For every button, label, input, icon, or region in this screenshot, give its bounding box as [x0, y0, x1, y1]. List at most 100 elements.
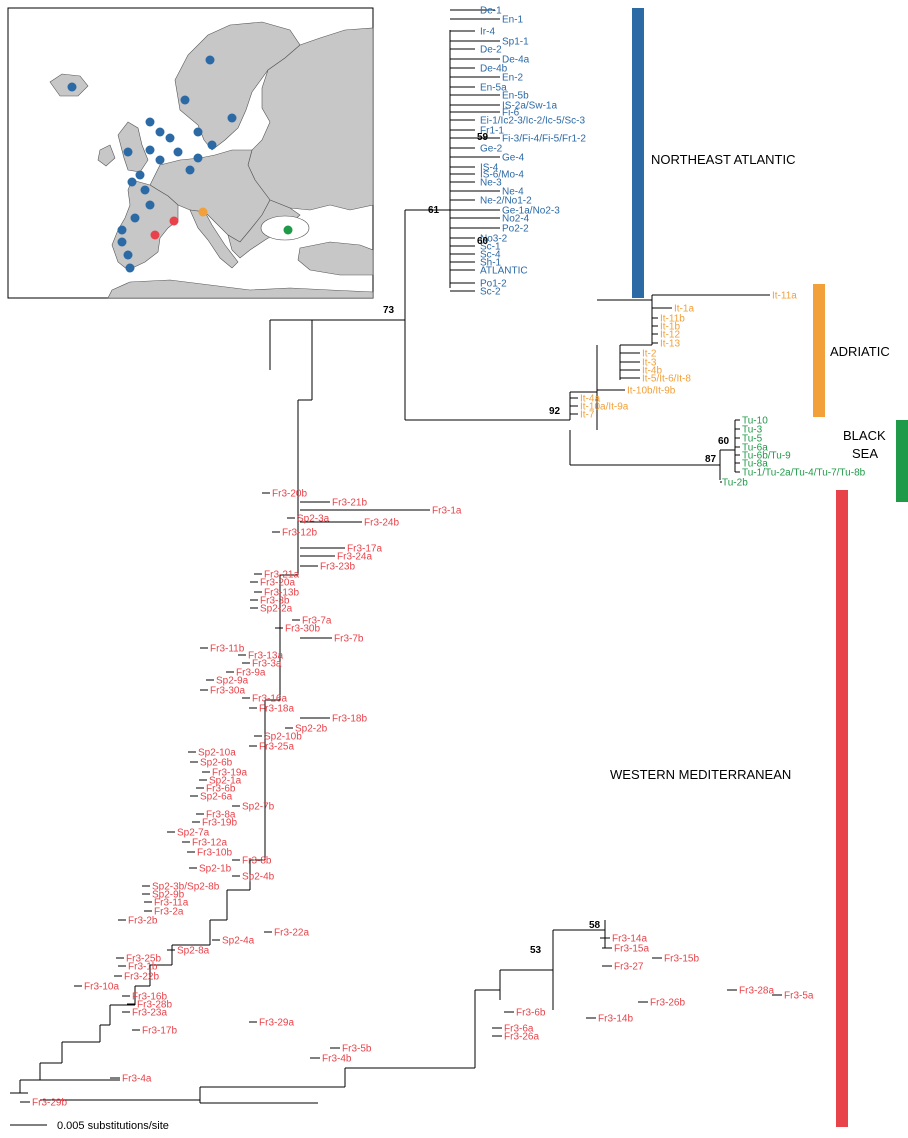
tip-label: Fr3-20b	[272, 489, 307, 500]
tip-label: Fr3-28a	[739, 986, 774, 997]
tree-branches	[10, 9, 782, 1104]
sampling-site-dot	[180, 95, 190, 105]
tip-label: Sc-1	[480, 242, 501, 253]
tip-label: Fr3-19b	[202, 818, 237, 829]
tip-label: Sp2-7a	[177, 828, 210, 839]
tip-label: Sp2-2a	[260, 604, 293, 615]
tip-label: Ne-3	[480, 178, 502, 189]
sampling-site-dot	[169, 216, 179, 226]
sampling-site-dot	[165, 133, 175, 143]
tip-label: Sp2-7b	[242, 802, 275, 813]
sampling-site-dot	[155, 155, 165, 165]
tip-label: Sp2-10b	[264, 732, 302, 743]
tip-label: De-4b	[480, 64, 508, 75]
tip-label: Fr3-5b	[342, 1044, 372, 1055]
tip-label: Fr3-2b	[128, 916, 158, 927]
tip-label: No2-4	[502, 214, 530, 225]
tip-label: Fr3-23a	[132, 1008, 167, 1019]
tip-label: Fr3-6b	[516, 1008, 546, 1019]
tip-label: It-10a/It-9a	[580, 402, 629, 413]
tip-label: Fr3-6a	[504, 1024, 534, 1035]
tip-label: De-2	[480, 45, 502, 56]
tip-label: It-12	[660, 330, 680, 341]
tip-label: Ei-1/Ic2-3/Ic-2/Ic-5/Sc-3	[480, 116, 585, 127]
tip-label: Fr3-18a	[259, 704, 294, 715]
tip-label: Fr3-8a	[206, 810, 236, 821]
label-northeast-atlantic: NORTHEAST ATLANTIC	[651, 152, 795, 167]
tip-label: Fr3-10b	[197, 848, 232, 859]
tip-label: Sp2-4b	[242, 872, 275, 883]
sampling-site-dot	[150, 230, 160, 240]
bootstrap-53: 53	[530, 945, 542, 956]
tip-label: Fr3-29a	[259, 1018, 294, 1029]
tip-label: Fr3-17b	[142, 1026, 177, 1037]
tip-label: IS-2a/Sw-1a	[502, 101, 557, 112]
tip-label: Po1-2	[480, 279, 507, 290]
sampling-site-dot	[205, 55, 215, 65]
tip-label: Sp2-9b	[152, 890, 185, 901]
sampling-site-dot	[127, 177, 137, 187]
tip-label: Fr3-18b	[332, 714, 367, 725]
tip-label: It-11a	[772, 291, 797, 302]
bootstrap-60-blacksea: 60	[718, 436, 730, 447]
tip-label: Sp2-2b	[295, 724, 328, 735]
sampling-site-dot	[193, 153, 203, 163]
bootstrap-61: 61	[428, 205, 440, 216]
tip-label: It-1b	[660, 322, 680, 333]
tip-label: Fr3-11b	[210, 644, 245, 655]
tip-label: Tu-10	[742, 416, 768, 427]
tip-label: Fr3-25a	[259, 742, 294, 753]
bootstrap-92: 92	[549, 406, 561, 417]
tip-label: Fr3-22a	[274, 928, 309, 939]
tip-label: Fr3-22b	[124, 972, 159, 983]
tip-label: Sc-2	[480, 287, 501, 298]
tip-label: It-13	[660, 339, 680, 350]
tip-label: Ge-1a/No2-3	[502, 206, 560, 217]
tip-label: Fr3-24a	[337, 552, 372, 563]
tip-label: Fi-6	[502, 108, 520, 119]
sampling-site-dot	[155, 127, 165, 137]
bootstrap-values: 73 61 59 60 92 87 60 53 58	[383, 132, 730, 956]
tip-label: Fr3-4b	[322, 1054, 352, 1065]
tip-label: Fr3-13a	[248, 651, 283, 662]
tip-label: Fr3-21b	[332, 498, 367, 509]
tip-label: It-2	[642, 349, 657, 360]
map-land	[49, 21, 374, 299]
tip-label: Fr3-20a	[260, 578, 295, 589]
tip-label: Fr3-15a	[614, 944, 649, 955]
europe-inset-map	[7, 7, 374, 299]
tip-label: Sp2-6b	[200, 758, 233, 769]
label-western-mediterranean: WESTERN MEDITERRANEAN	[610, 767, 791, 782]
label-black-sea-1: BLACK	[843, 428, 886, 443]
tip-label: Ne-2/No1-2	[480, 196, 532, 207]
tip-label: Fr3-21a	[264, 570, 299, 581]
tip-label: Po2-2	[502, 224, 529, 235]
tip-label: Fr1-1	[480, 126, 504, 137]
tip-label: Fr3-29b	[32, 1098, 67, 1109]
tip-label: Sp2-3a	[297, 514, 330, 525]
tip-label: Sh-1	[480, 258, 502, 269]
tip-label: Fi-3/Fi-4/Fi-5/Fr1-2	[502, 134, 586, 145]
tip-label: Ge-4	[502, 153, 525, 164]
bootstrap-60-atlantic: 60	[477, 236, 489, 247]
sampling-site-dot	[140, 185, 150, 195]
label-black-sea-2: SEA	[852, 446, 878, 461]
northeast-atlantic-bar	[632, 8, 644, 298]
bootstrap-59: 59	[477, 132, 489, 143]
tip-label: Fr3-6b	[206, 784, 236, 795]
tip-label: Fr3-19a	[212, 768, 247, 779]
tip-label: Tu-6b/Tu-9	[742, 451, 791, 462]
label-adriatic: ADRIATIC	[830, 344, 890, 359]
tip-label: Sp2-1b	[199, 864, 232, 875]
tip-label: Sp1-1	[502, 37, 529, 48]
sampling-site-dot	[145, 200, 155, 210]
tip-label: Tu-5	[742, 434, 763, 445]
tip-label: Tu-2b	[722, 478, 748, 489]
sampling-site-dot	[207, 140, 217, 150]
tip-label: It-3	[642, 358, 657, 369]
bootstrap-73: 73	[383, 305, 395, 316]
sampling-site-dot	[125, 263, 135, 273]
tip-label: Fr3-11a	[154, 898, 189, 909]
tip-label: Fr3-8b	[242, 856, 272, 867]
